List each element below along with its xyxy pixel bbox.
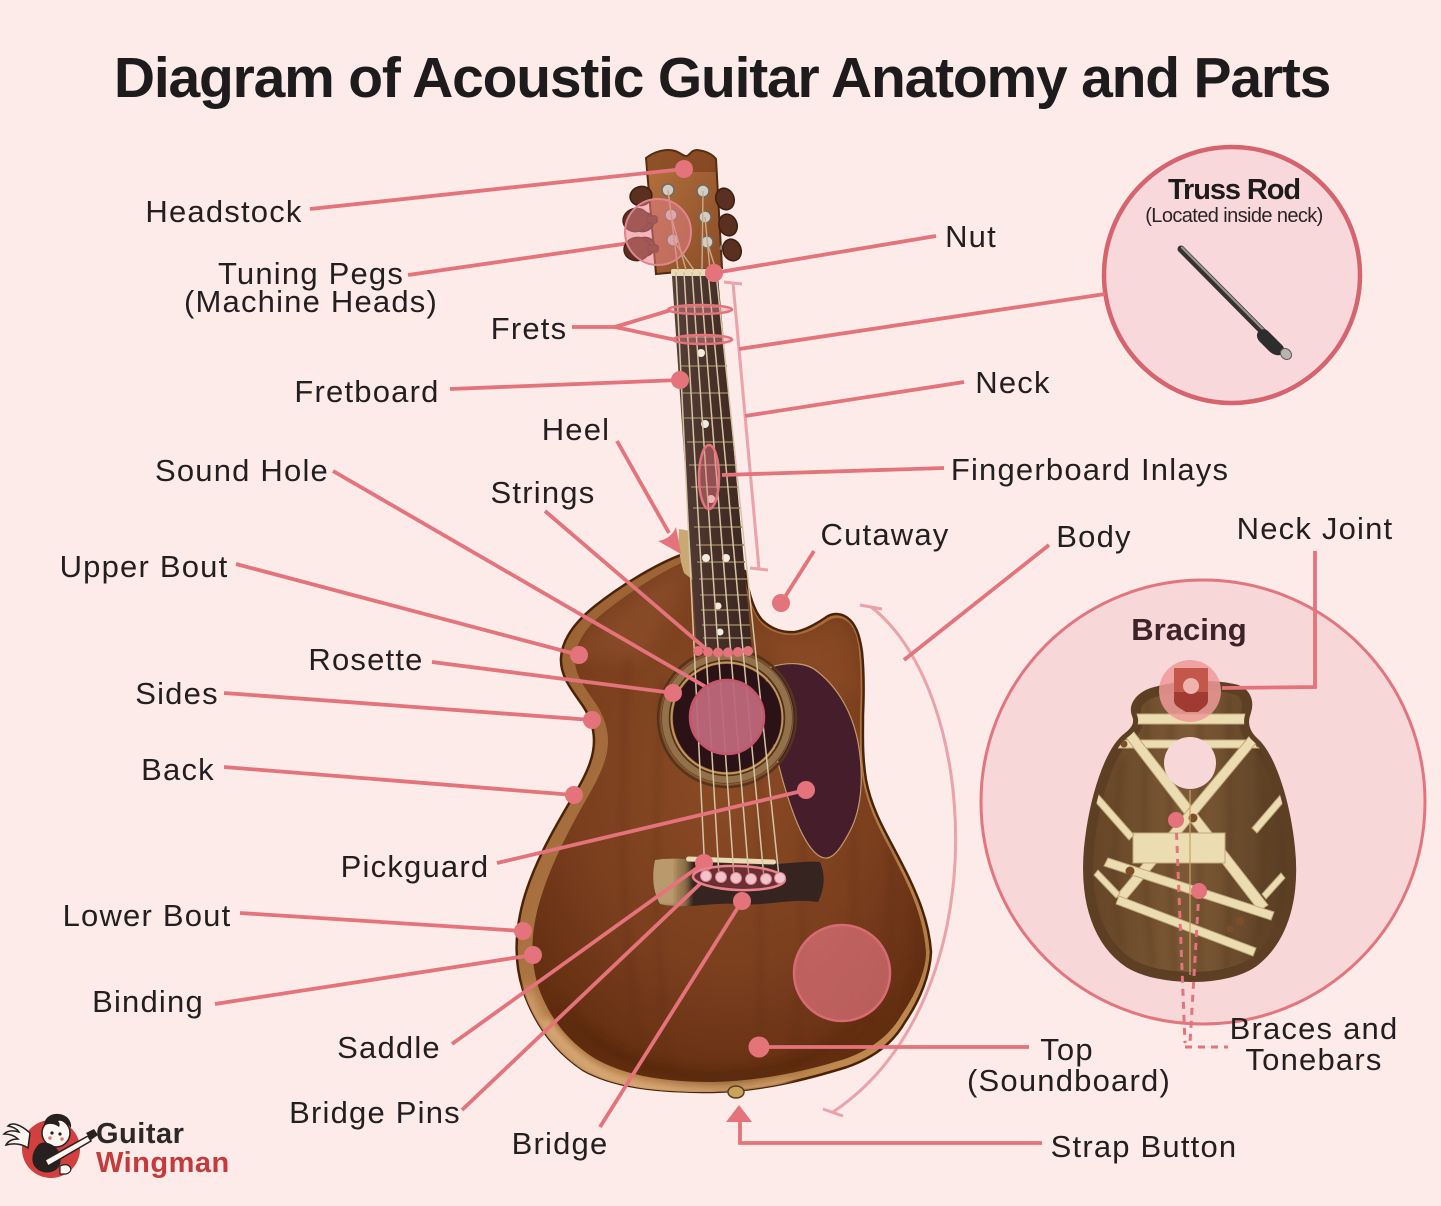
svg-text:Fretboard: Fretboard	[294, 374, 439, 409]
svg-text:Guitar: Guitar	[96, 1118, 184, 1150]
svg-text:Rosette: Rosette	[308, 642, 423, 677]
svg-text:Tuning Pegs: Tuning Pegs	[218, 256, 404, 291]
svg-text:Neck: Neck	[975, 365, 1050, 400]
svg-text:Nut: Nut	[945, 219, 997, 254]
svg-text:Sound Hole: Sound Hole	[155, 453, 329, 488]
svg-text:Strings: Strings	[491, 475, 596, 510]
svg-text:Saddle: Saddle	[337, 1030, 441, 1065]
svg-text:Strap Button: Strap Button	[1051, 1129, 1238, 1164]
svg-text:Diagram of Acoustic Guitar Ana: Diagram of Acoustic Guitar Anatomy and P…	[114, 46, 1330, 110]
svg-text:Lower Bout: Lower Bout	[63, 898, 232, 933]
svg-text:Binding: Binding	[92, 984, 204, 1019]
svg-text:(Located inside neck): (Located inside neck)	[1145, 205, 1323, 227]
svg-text:Braces and: Braces and	[1230, 1011, 1399, 1046]
svg-text:(Machine Heads): (Machine Heads)	[184, 284, 438, 319]
svg-text:Sides: Sides	[135, 676, 219, 711]
svg-text:Bridge Pins: Bridge Pins	[289, 1095, 461, 1130]
svg-text:Neck Joint: Neck Joint	[1237, 511, 1394, 546]
svg-text:Cutaway: Cutaway	[820, 517, 949, 552]
svg-text:Tonebars: Tonebars	[1245, 1042, 1382, 1077]
svg-text:Bracing: Bracing	[1131, 612, 1246, 647]
svg-text:(Soundboard): (Soundboard)	[967, 1063, 1171, 1098]
svg-text:Heel: Heel	[542, 412, 611, 447]
svg-text:Frets: Frets	[491, 311, 568, 346]
svg-text:Fingerboard Inlays: Fingerboard Inlays	[951, 452, 1229, 487]
svg-text:Body: Body	[1056, 519, 1131, 554]
svg-text:Headstock: Headstock	[145, 194, 302, 229]
svg-text:Bridge: Bridge	[512, 1126, 609, 1161]
svg-text:Truss Rod: Truss Rod	[1168, 174, 1300, 206]
svg-text:Wingman: Wingman	[96, 1147, 230, 1179]
svg-text:Back: Back	[141, 752, 215, 787]
svg-text:Upper Bout: Upper Bout	[60, 549, 229, 584]
svg-text:Top: Top	[1040, 1032, 1094, 1067]
svg-text:Pickguard: Pickguard	[341, 849, 490, 884]
